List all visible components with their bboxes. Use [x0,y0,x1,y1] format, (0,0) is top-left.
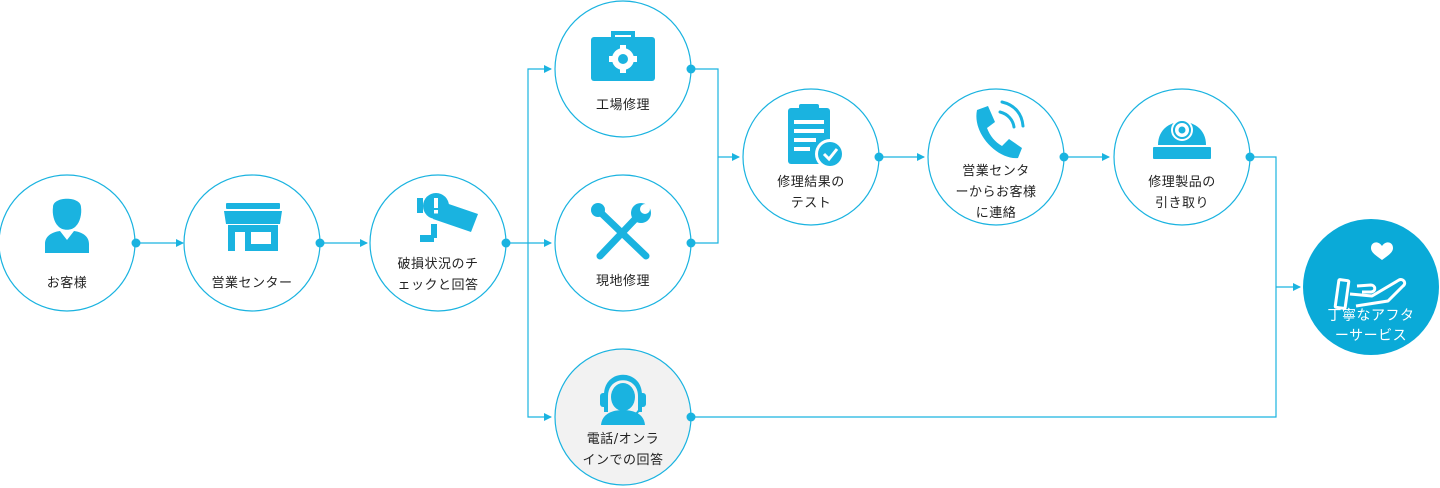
dome-camera-icon [1153,119,1211,159]
phone-icon [976,100,1025,159]
node-phone-online: 電話/オンラ インでの回答 [554,348,696,486]
node-pickup: 修理製品の 引き取り [1113,88,1255,226]
tools-icon [591,203,651,260]
node-label: 営業センタ [962,163,1030,179]
node-label: ーサービス [1335,328,1407,344]
connector-dot [686,64,696,74]
connector-dot [1059,152,1069,162]
node-sales: 営業センター [183,174,325,312]
node-label: 引き取り [1155,196,1209,211]
connector-dot [501,238,511,248]
node-label: 工場修理 [596,98,650,113]
store-icon [224,203,282,251]
node-label: インでの回答 [582,452,663,468]
node-label: テスト [791,196,832,211]
connector-repair-merge [691,68,719,244]
hand-heart-icon [1333,242,1407,310]
node-label: 丁寧なアフタ [1328,307,1415,324]
connector-dot [874,152,884,162]
node-damage-check: 破損状況のチ ェックと回答 [369,174,511,312]
connector-dot [315,238,325,248]
node-label: 電話/オンラ [587,431,659,447]
node-label: 現地修理 [596,274,650,289]
node-label: 修理結果の [777,175,845,190]
node-contact-customer: 営業センタ ーからお客様 に連絡 [927,88,1069,226]
customer-icon [45,198,89,253]
node-label: 営業センター [211,275,292,291]
connector-damage-phone [527,243,552,421]
node-label: 修理製品の [1148,175,1216,190]
node-label: 破損状況のチ [397,257,478,272]
connector-dot [1245,152,1255,162]
connector-dot [686,412,696,422]
connector-damage-factory [527,65,552,243]
node-test: 修理結果の テスト [742,88,884,226]
node-onsite-repair: 現地修理 [554,174,696,312]
connector-dot [686,238,696,248]
node-label: お客様 [47,275,88,291]
node-label: ェックと回答 [397,277,478,293]
node-customer: お客様 [0,174,141,312]
toolbox-icon [591,31,655,81]
node-label: に連絡 [976,205,1017,221]
node-aftercare: 丁寧なアフタ ーサービス [1303,219,1439,355]
node-label: ーからお客様 [955,184,1036,200]
node-factory-repair: 工場修理 [554,0,696,138]
clipboard-check-icon [788,104,845,169]
headset-icon [600,374,646,425]
connector-dot [131,238,141,248]
cctv-alert-icon [417,193,478,242]
connectors [136,65,1301,421]
